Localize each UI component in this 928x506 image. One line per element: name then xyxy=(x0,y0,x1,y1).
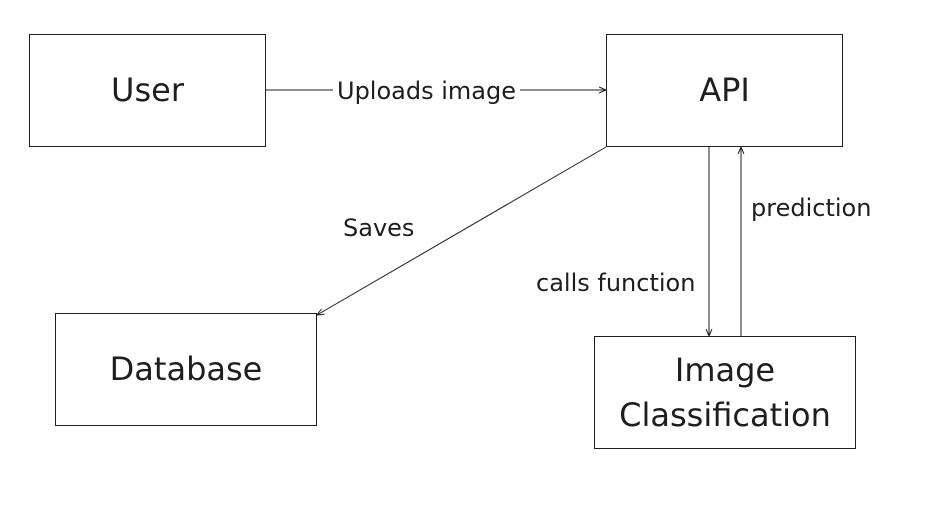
node-image-classification-label-line1: Image xyxy=(674,350,776,389)
node-image-classification: Image Classification xyxy=(594,336,856,449)
node-user: User xyxy=(29,34,266,147)
edge-label-uploads-image: Uploads image xyxy=(333,79,520,103)
node-database-label: Database xyxy=(109,350,263,389)
edge-label-prediction: prediction xyxy=(751,194,872,222)
node-database: Database xyxy=(55,313,317,426)
node-user-label: User xyxy=(111,71,184,110)
node-image-classification-label-line2: Classification xyxy=(619,395,831,434)
node-api: API xyxy=(606,34,843,147)
edge-label-saves: Saves xyxy=(343,214,415,242)
edge-api-to-database xyxy=(317,146,607,315)
edge-label-calls-function: calls function xyxy=(536,269,696,297)
node-api-label: API xyxy=(699,71,750,110)
